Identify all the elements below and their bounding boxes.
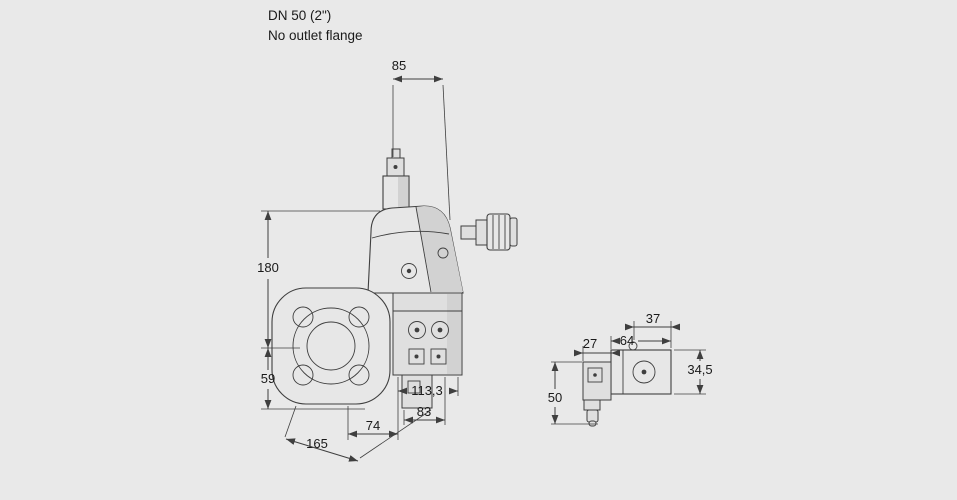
dimension-37: 37 <box>625 311 680 348</box>
valve-spindle <box>382 148 410 210</box>
valve-body <box>392 292 463 409</box>
dimension-64: 64 <box>611 333 671 348</box>
side-knob <box>460 213 518 251</box>
solenoid-body <box>610 349 672 395</box>
dim-85-label: 85 <box>392 58 406 73</box>
dim-83-label: 83 <box>417 404 431 419</box>
body-port-dot <box>436 354 441 359</box>
dimension-83: 83 <box>403 377 446 425</box>
dim-74-label: 74 <box>366 418 380 433</box>
solenoid-face-dot <box>641 369 647 375</box>
body-bolt-dot <box>437 327 443 333</box>
body-port <box>408 348 425 365</box>
flange-bolt-hole <box>292 364 314 386</box>
drawing-subtitle: No outlet flange <box>268 28 363 43</box>
body-lower-port <box>407 380 421 394</box>
connector-window <box>587 367 603 383</box>
connector-window-dot <box>593 373 597 377</box>
dim-27-label: 27 <box>583 336 597 351</box>
dim-34-label: 34,5 <box>687 362 712 377</box>
knob-stem <box>460 225 477 240</box>
inlet-flange <box>271 287 391 405</box>
knob-knurl-lines <box>492 215 506 249</box>
spindle-cylinder-shading <box>398 177 408 208</box>
flange-raised-face <box>292 307 370 385</box>
body-shading <box>447 294 461 374</box>
knob-cap <box>509 217 518 247</box>
dimension-27: 27 <box>574 336 620 361</box>
cable-gland-tip <box>588 420 597 427</box>
knob-knurl <box>486 213 511 251</box>
dim-64-label: 64 <box>620 333 634 348</box>
dim-180-label: 180 <box>257 260 279 275</box>
spindle-center-dot <box>393 165 398 169</box>
body-port <box>430 348 447 365</box>
dome-seam <box>415 206 432 293</box>
dimension-85: 85 <box>392 58 451 221</box>
flange-bolt-hole <box>292 306 314 328</box>
dimension-34-5: 34,5 <box>674 349 713 395</box>
solenoid-face-circle <box>632 360 656 384</box>
solenoid-side-view <box>582 341 672 427</box>
dome-small-hole <box>437 247 449 259</box>
body-bolt <box>408 321 426 339</box>
dimension-165: 165 <box>284 405 432 462</box>
flange-bore <box>306 321 356 371</box>
dome-sight-hole <box>401 263 417 279</box>
dimension-50: 50 <box>548 361 598 425</box>
dim-50-label: 50 <box>548 390 562 405</box>
dimension-74: 74 <box>347 377 399 440</box>
body-bolt <box>431 321 449 339</box>
dimensions-side: 27 64 37 34,5 <box>548 311 713 425</box>
flange-bolt-hole <box>348 306 370 328</box>
body-port-dot <box>414 354 419 359</box>
dome-upper-seam <box>371 230 450 239</box>
drawing-title: DN 50 (2") <box>268 8 331 23</box>
actuator-dome <box>367 205 464 294</box>
knob-collar <box>475 219 488 246</box>
flange-bolt-hole <box>348 364 370 386</box>
dim-37-label: 37 <box>646 311 660 326</box>
cable-gland-body <box>586 409 599 423</box>
body-bolt-dot <box>414 327 420 333</box>
valve-front-view <box>271 148 518 409</box>
dimension-113-3: 113,3 <box>398 377 459 398</box>
flange-plate <box>271 287 391 405</box>
solenoid-top-screw <box>628 341 638 351</box>
dimension-180: 180 <box>257 210 380 349</box>
dim-59-label: 59 <box>261 371 275 386</box>
dim-113-label: 113,3 <box>411 383 443 398</box>
cable-gland-top <box>583 399 601 411</box>
dimensions-main: 85 180 59 74 83 <box>257 58 459 462</box>
dome-sight-dot <box>406 268 412 274</box>
